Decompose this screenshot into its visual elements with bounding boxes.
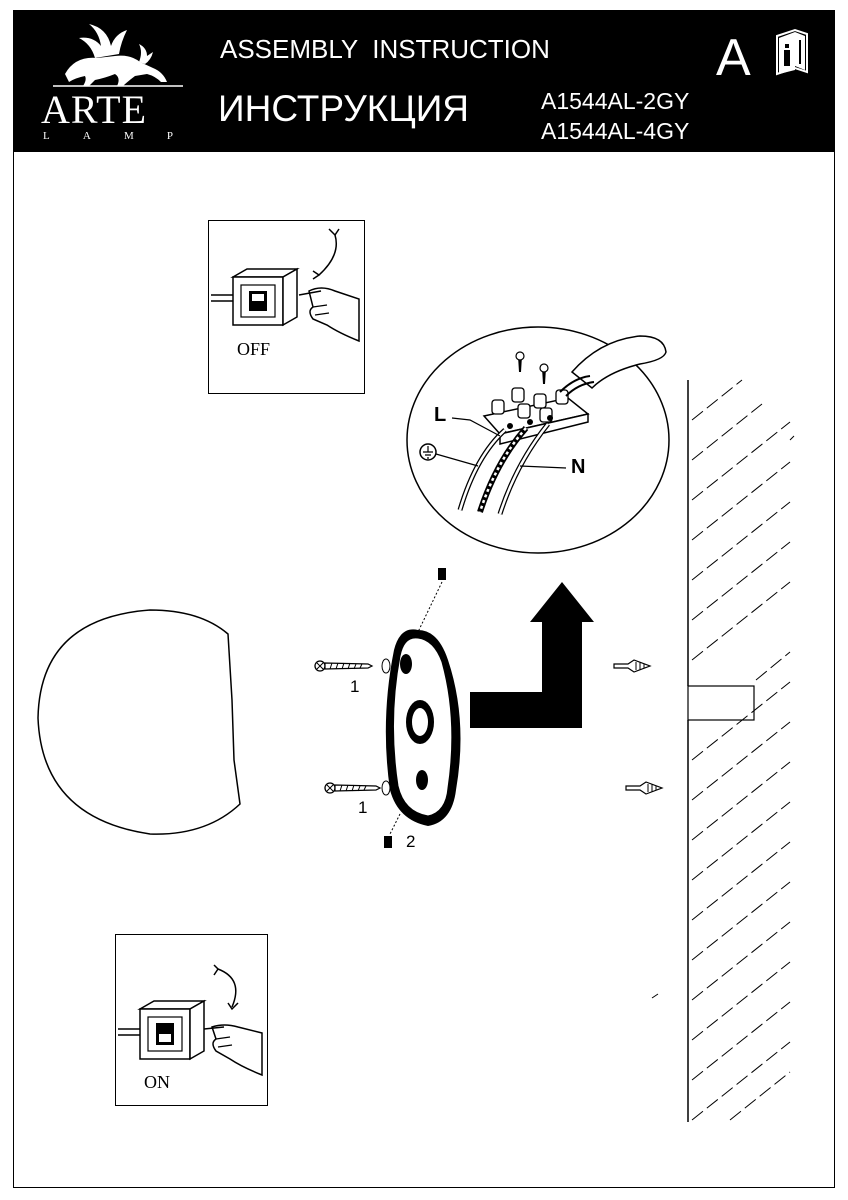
step-switch-off-panel: OFF	[208, 220, 365, 394]
switch-on-illustration-icon	[118, 964, 263, 1077]
model-number: A1544AL-2GY	[541, 88, 690, 114]
step-switch-on-panel: ON	[115, 934, 268, 1106]
model-number: A1544AL-4GY	[541, 118, 690, 144]
wiring-detail-circle	[406, 326, 670, 554]
brand-sub-letter: P	[166, 130, 173, 142]
set-screw-icon	[384, 568, 446, 848]
title-english: ASSEMBLY INSTRUCTION	[220, 34, 550, 64]
brand-logo-subtext: L A M P	[43, 130, 173, 142]
part-number-label: 1	[358, 798, 368, 817]
direction-arrow-icon	[470, 582, 594, 728]
live-wire-label: L	[434, 404, 447, 426]
griffin-logo-icon	[53, 24, 183, 87]
brand-sub-letter: L	[43, 130, 50, 142]
switch-off-illustration-icon	[211, 228, 360, 343]
screw-bottom-icon	[324, 780, 391, 796]
mounting-bracket-icon	[385, 629, 461, 826]
brand-sub-letter: M	[123, 130, 134, 142]
wall-plug-icon	[625, 781, 664, 795]
wall-section-icon	[651, 379, 795, 1122]
header-bar: ARTE L A M P ASSEMBLY INSTRUCTION ИНСТРУ…	[13, 10, 835, 152]
switch-off-label: OFF	[237, 339, 271, 359]
neutral-wire-label: N	[571, 456, 586, 478]
info-book-icon	[776, 28, 808, 76]
part-number-label: 2	[406, 832, 416, 851]
screw-top-icon	[314, 658, 391, 674]
brand-logo-text: ARTE	[41, 87, 148, 132]
part-number-label: 1	[350, 677, 360, 696]
brand-sub-letter: A	[82, 130, 91, 142]
title-russian: ИНСТРУКЦИЯ	[218, 88, 470, 129]
lamp-shade-icon	[37, 609, 241, 835]
wall-plug-icon	[613, 659, 652, 673]
switch-on-label: ON	[144, 1072, 170, 1092]
section-letter: A	[716, 29, 751, 87]
